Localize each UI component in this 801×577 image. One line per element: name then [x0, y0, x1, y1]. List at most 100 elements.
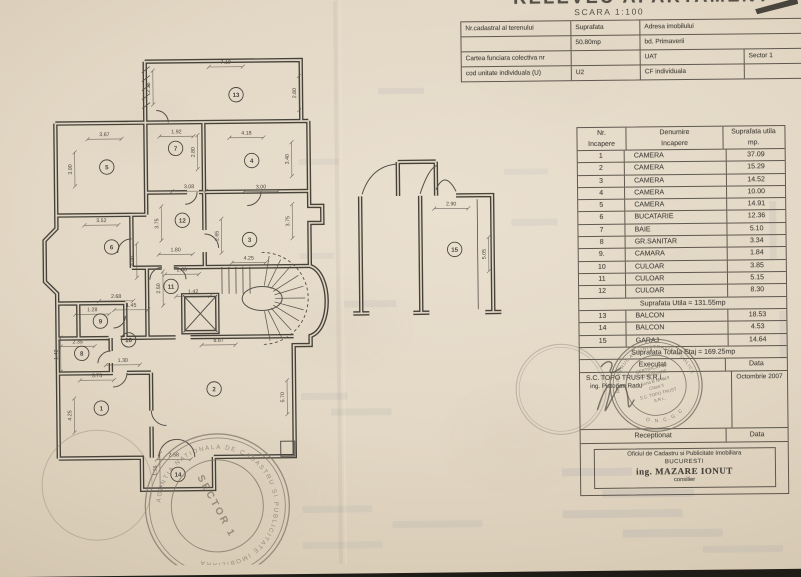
- executat-label: Executat: [580, 359, 726, 372]
- summary-text: Suprafata Totala Etaj = 169.25mp: [580, 346, 787, 360]
- executat-detail-row: S.C. TOPO TRUST S.R.L. ing. Pistopan Rad…: [580, 371, 788, 430]
- stair-tread-line: [264, 256, 270, 286]
- room-number: 5: [105, 164, 109, 171]
- scale-caption: SCARA 1:100: [509, 6, 709, 18]
- cell-nr: 10: [579, 261, 626, 273]
- cell-suprafata: 14.91: [728, 198, 786, 210]
- cell-nr: 14: [579, 323, 626, 335]
- dimension-label: 3.40: [285, 154, 291, 164]
- executat-data-label: Data: [726, 358, 787, 370]
- cell-denumire: BAIE: [626, 223, 728, 235]
- dimension-label: 2.36: [146, 82, 152, 92]
- room-number: 2: [212, 386, 216, 393]
- stair-tread-line: [271, 266, 291, 289]
- cell-suprafata: 18.53: [729, 309, 787, 321]
- cell-nr: 11: [579, 274, 626, 286]
- label-carte-funciara: Cartea funciara colectiva nr: [462, 51, 572, 66]
- dimension-label: 3.75: [285, 216, 291, 226]
- dimension-label: 2.65: [214, 231, 220, 241]
- cell-nr: 8: [579, 237, 626, 249]
- header-suprafata: Suprafata utila mp.: [723, 126, 783, 149]
- dimension-label: 4.25: [67, 410, 73, 420]
- dimension-label: 2.58: [169, 452, 179, 458]
- header-nr: Nr. Incapere: [577, 128, 626, 151]
- stair-tread-line: [271, 308, 291, 331]
- executat-company-cell: S.C. TOPO TRUST S.R.L. ing. Pistopan Rad…: [580, 371, 733, 429]
- stair-tread-line: [268, 310, 281, 337]
- room-number: 9: [99, 318, 103, 325]
- reception-office-box: Oficiul de Cadastru si Publicitate Imobi…: [593, 447, 775, 489]
- cell-nr: 3: [578, 175, 625, 187]
- dimension-label: 1.92: [171, 129, 181, 135]
- cell-suprafata: 5.10: [728, 223, 786, 235]
- dimension-label: 3.00: [256, 184, 266, 190]
- dimension-label: 2.68: [111, 294, 121, 300]
- dimension-label: 1.45: [126, 303, 136, 309]
- dimension-label: 4.25: [244, 256, 254, 262]
- dimension-label: 1.42: [188, 289, 198, 295]
- cell-denumire: CAMARA: [626, 248, 728, 260]
- dimension-label: 3.90: [68, 164, 74, 174]
- room-number: 10: [125, 337, 133, 344]
- receptionat-data-label: Data: [727, 428, 788, 442]
- cell-suprafata: 1.84: [728, 247, 786, 259]
- dimension-label: 3.75: [92, 373, 102, 379]
- label-suprafata: Suprafata: [571, 20, 640, 35]
- cell-suprafata: 5.15: [728, 272, 786, 284]
- cell-suprafata: 15.29: [727, 161, 785, 173]
- room-number: 8: [80, 351, 84, 358]
- cell-denumire: CAMERA: [625, 162, 727, 174]
- reception-zone: Oficiul de Cadastru si Publicitate Imobi…: [581, 442, 789, 495]
- room-number: 4: [250, 158, 254, 165]
- dimension-label: 4.18: [241, 131, 251, 137]
- cell-suprafata: 14.64: [729, 334, 787, 346]
- dimension-label: 5.05: [482, 249, 488, 259]
- executat-date-cell: Octombrie 2007: [732, 371, 788, 428]
- dimension-label: 5.70: [280, 392, 286, 402]
- header-denumire: Denumire Incapere: [626, 127, 723, 150]
- cadastral-info-table: Nr.cadastral al terenului Suprafata Adre…: [460, 18, 801, 83]
- room-number: 14: [175, 472, 183, 479]
- cell-denumire: CAMERA: [625, 186, 727, 198]
- room-area-table: Nr. Incapere Denumire Incapere Suprafata…: [576, 125, 789, 496]
- dimension-label: 2.80: [191, 147, 197, 157]
- room-number: 7: [174, 146, 178, 153]
- cell-nr: 1: [578, 151, 625, 163]
- room-number: 3: [248, 237, 252, 244]
- garage-dim-line: [477, 199, 478, 309]
- engineer-name: ing. Pistopan Radu: [586, 381, 731, 391]
- cell-suprafata: 3.85: [728, 260, 786, 272]
- cell-denumire: CULOAR: [626, 285, 728, 297]
- dimension-label: 2.50: [156, 283, 162, 293]
- cell-denumire: GARAJ: [627, 334, 729, 346]
- room-number: 1: [100, 405, 104, 412]
- value-cf-individuala: [745, 64, 801, 79]
- dimension-label: 3.08: [184, 184, 194, 190]
- cell-denumire: BUCATARIE: [625, 211, 727, 223]
- value-uat: Sector 1: [745, 49, 801, 64]
- cell-suprafata: 4.53: [729, 321, 787, 333]
- dimension-label: 3.67: [99, 132, 109, 138]
- cell-denumire: CAMERA: [625, 199, 727, 211]
- dimension-label: 2.90: [446, 201, 456, 207]
- cell-denumire: CULOAR: [626, 260, 728, 272]
- stair-tread-line: [267, 260, 280, 287]
- label-cf-individuala: CF individuala: [641, 64, 745, 79]
- cell-suprafata: 37.09: [727, 149, 785, 161]
- cell-suprafata: 3.34: [728, 235, 786, 247]
- dimension-label: 7.10: [221, 60, 231, 66]
- walls: [43, 58, 503, 491]
- cell-nr: 9.: [579, 249, 626, 261]
- cell-suprafata: 12.36: [728, 210, 786, 222]
- room-number: 12: [179, 218, 187, 225]
- cell-suprafata: 14.52: [727, 174, 785, 186]
- cell-denumire: CAMERA: [625, 174, 727, 186]
- info-row-4: cod unitate individuala (U) U2 CF indivi…: [462, 64, 801, 82]
- dimension-label: 3.52: [96, 218, 106, 224]
- paper-crease: [333, 1, 347, 564]
- cell-denumire: CAMERA: [625, 150, 727, 162]
- dimension-label: 2.80: [292, 88, 298, 98]
- dimension-label: 8.87: [213, 338, 223, 344]
- cell-nr: 4: [578, 188, 625, 200]
